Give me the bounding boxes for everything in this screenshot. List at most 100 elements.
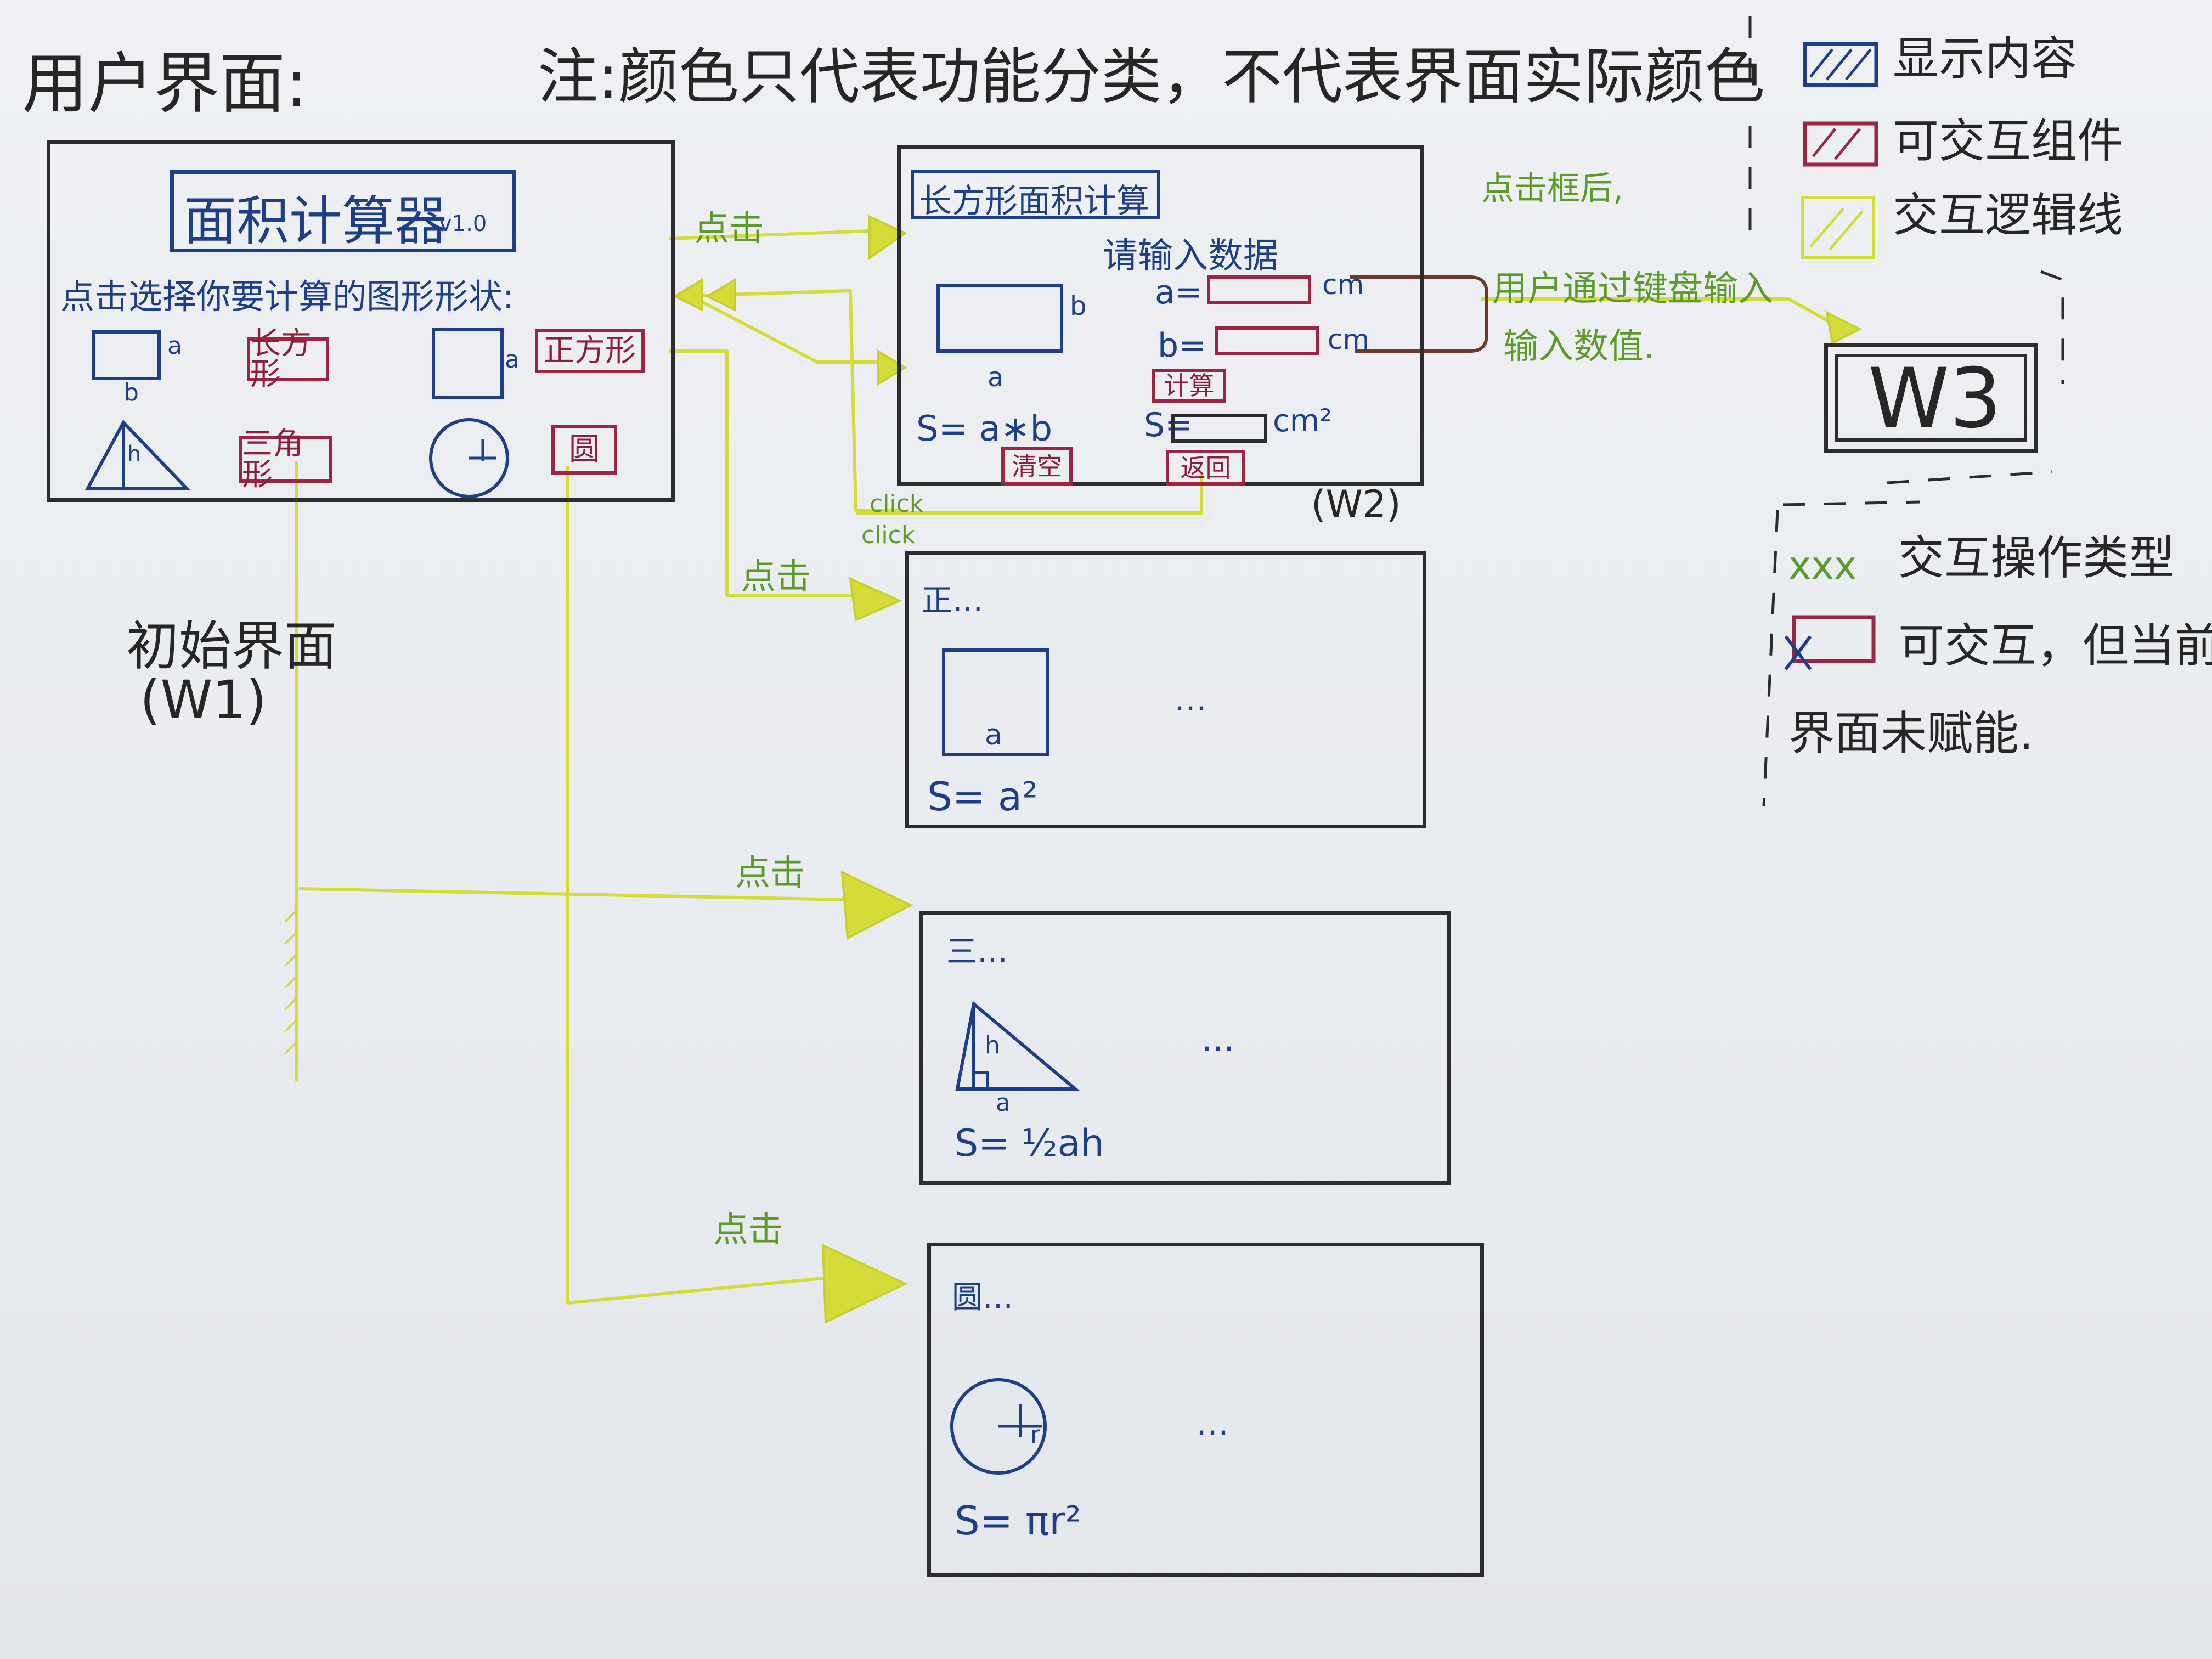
tri-win-shape xyxy=(955,1001,1080,1091)
w2-a-input[interactable] xyxy=(1207,275,1311,304)
legend-op-label: 交互操作类型 xyxy=(1898,531,2175,585)
w2-rect-a-label: a xyxy=(988,362,1004,393)
w2-rect-b-label: b xyxy=(1070,291,1087,321)
circle-button[interactable]: 圆 xyxy=(551,425,617,475)
legend-op-sample: xxx xyxy=(1788,543,1857,588)
legend-bracket xyxy=(1782,270,2064,506)
w1-caption: 初始界面 xyxy=(126,616,337,677)
annot-click-4: 点击 xyxy=(713,1210,783,1250)
w2-prompt: 请输入数据 xyxy=(1103,236,1278,276)
w2-window xyxy=(897,145,1424,486)
w2-s-output xyxy=(1171,414,1267,443)
arrowhead-w3 xyxy=(1825,311,1863,345)
w2-formula: S= a∗b xyxy=(916,409,1053,449)
w2-s-label: S= xyxy=(1144,406,1193,444)
legend-display-label: 显示内容 xyxy=(1893,32,2078,86)
w1-app-title: 面积计算器 xyxy=(184,190,447,252)
triangle-window xyxy=(919,911,1451,1185)
tri-win-formula: S= ½ah xyxy=(955,1122,1104,1165)
arrowhead-w2 xyxy=(868,215,908,260)
color-note: 注:颜色只代表功能分类，不代表界面实际颜色 xyxy=(538,42,1765,112)
back-button[interactable]: 返回 xyxy=(1166,450,1245,486)
w1-circle-shape xyxy=(429,418,509,498)
w1-rect-b-label: b xyxy=(123,379,139,407)
square-win-title: 正… xyxy=(922,583,983,619)
calc-button[interactable]: 计算 xyxy=(1152,369,1226,403)
w1-window xyxy=(47,140,675,502)
square-button[interactable]: 正方形 xyxy=(535,329,645,373)
clear-button[interactable]: 清空 xyxy=(1001,447,1073,486)
arrowhead-w1-back1 xyxy=(672,278,703,312)
logic-line-square xyxy=(669,349,867,597)
annot-click-2: 点击 xyxy=(741,557,811,597)
annot-click-en-1: click xyxy=(870,490,924,518)
tri-win-h: h xyxy=(985,1031,1000,1059)
w3-window xyxy=(1824,343,2038,453)
logic-line-circle xyxy=(566,466,823,1305)
legend-interactive-label: 可交互组件 xyxy=(1893,114,2124,168)
circle-win-r: r xyxy=(1030,1421,1041,1449)
arrowhead-circle xyxy=(821,1243,908,1324)
w2-b-input[interactable] xyxy=(1215,326,1319,355)
annot-click-3: 点击 xyxy=(735,853,805,894)
logic-line-w1-w2 xyxy=(669,229,884,240)
w2-a-label: a= xyxy=(1155,273,1203,312)
w2-rect-shape xyxy=(936,284,1063,353)
arrowhead-clear xyxy=(877,349,907,386)
square-win-formula: S= a² xyxy=(927,774,1038,820)
page-title: 用户界面: xyxy=(22,46,308,122)
square-window xyxy=(905,551,1426,828)
legend-swatch-disabled xyxy=(1792,615,1876,663)
circle-window xyxy=(927,1243,1484,1577)
legend-disabled-label-1: 可交互，但当前 xyxy=(1898,619,2212,673)
legend-divider xyxy=(1748,16,1779,807)
w1-rect-a-label: a xyxy=(167,332,182,360)
w2-a-unit: cm xyxy=(1322,269,1364,301)
legend-logic-label: 交互逻辑线 xyxy=(1893,188,2124,242)
annot-click-1: 点击 xyxy=(694,208,764,249)
annot-click-en-2: click xyxy=(861,521,916,549)
arrowhead-tri xyxy=(840,870,913,940)
legend-swatch-interactive xyxy=(1803,121,1878,167)
annot-keyboard: 用户通过键盘输入 xyxy=(1492,269,1773,309)
circle-win-title: 圆… xyxy=(952,1280,1013,1316)
w2-title-box xyxy=(911,170,1160,219)
input-bracket xyxy=(1350,275,1488,353)
circle-win-shape xyxy=(950,1378,1047,1475)
logic-line-back xyxy=(674,289,900,512)
legend-swatch-logic xyxy=(1801,196,1875,259)
logic-line-clear xyxy=(690,295,894,364)
w2-b-label: b= xyxy=(1158,326,1206,365)
w1-rect-shape xyxy=(92,330,161,380)
circle-win-formula: S= πr² xyxy=(955,1498,1081,1544)
legend-swatch-display xyxy=(1803,42,1878,87)
w2-b-unit: cm xyxy=(1328,324,1370,356)
w3-inner-box xyxy=(1835,354,2027,442)
square-win-ellipsis: … xyxy=(1174,680,1207,719)
tri-win-ellipsis: … xyxy=(1201,1020,1234,1059)
arrowhead-w1-back2 xyxy=(705,278,736,312)
w2-title: 长方形面积计算 xyxy=(919,182,1149,221)
w1-tri-h-label: h xyxy=(127,442,142,467)
square-win-a: a xyxy=(985,719,1002,752)
logic-line-return xyxy=(856,472,1203,515)
annot-input-value: 输入数值. xyxy=(1503,326,1655,367)
w1-triangle-shape xyxy=(84,419,191,490)
rect-button[interactable]: 长方形 xyxy=(247,329,329,390)
arrowhead-square xyxy=(849,577,902,622)
logic-line-w3 xyxy=(1481,297,1844,331)
w1-square-shape xyxy=(432,328,504,399)
circle-win-ellipsis: … xyxy=(1196,1404,1229,1443)
w3-label: W3 xyxy=(1868,351,2002,447)
w1-title-box xyxy=(170,170,516,252)
legend-disabled-label-2: 界面未赋能. xyxy=(1788,707,2034,760)
w1-id: (W1) xyxy=(140,669,267,731)
w1-square-a-label: a xyxy=(505,346,520,374)
square-win-shape xyxy=(942,648,1049,756)
triangle-button[interactable]: 三角形 xyxy=(239,428,332,490)
tri-win-title: 三… xyxy=(946,934,1008,970)
annot-after-click: 点击框后, xyxy=(1481,170,1624,208)
w2-s-unit: cm² xyxy=(1273,403,1332,439)
